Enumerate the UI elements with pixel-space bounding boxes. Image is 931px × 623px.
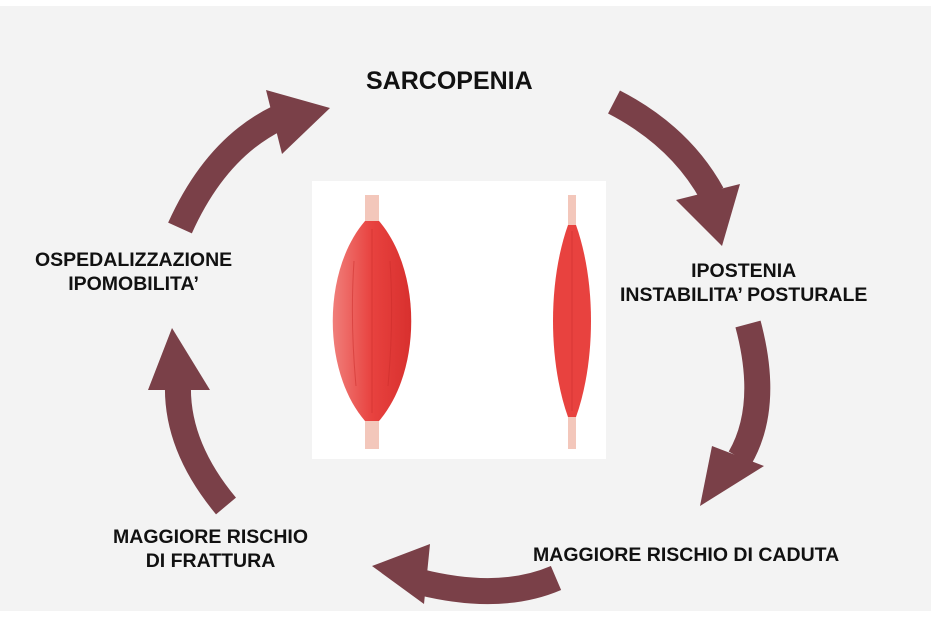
label-sarcopenia: SARCOPENIA xyxy=(366,66,533,97)
atrophied-muscle-icon xyxy=(553,195,591,449)
label-ospedalizzazione: OSPEDALIZZAZIONE IPOMOBILITA’ xyxy=(35,248,232,297)
arrow-left-top xyxy=(180,90,330,228)
muscle-comparison-image xyxy=(312,181,606,459)
arrow-left-up xyxy=(148,328,226,506)
arrow-top-right xyxy=(614,102,740,246)
arrow-right-down xyxy=(700,324,764,506)
arrow-bottom-left xyxy=(372,544,556,604)
healthy-muscle-icon xyxy=(333,195,412,449)
label-rischio-caduta: MAGGIORE RISCHIO DI CADUTA xyxy=(533,543,839,567)
label-ipostenia: IPOSTENIA INSTABILITA’ POSTURALE xyxy=(620,259,867,308)
label-rischio-frattura: MAGGIORE RISCHIO DI FRATTURA xyxy=(113,525,308,574)
